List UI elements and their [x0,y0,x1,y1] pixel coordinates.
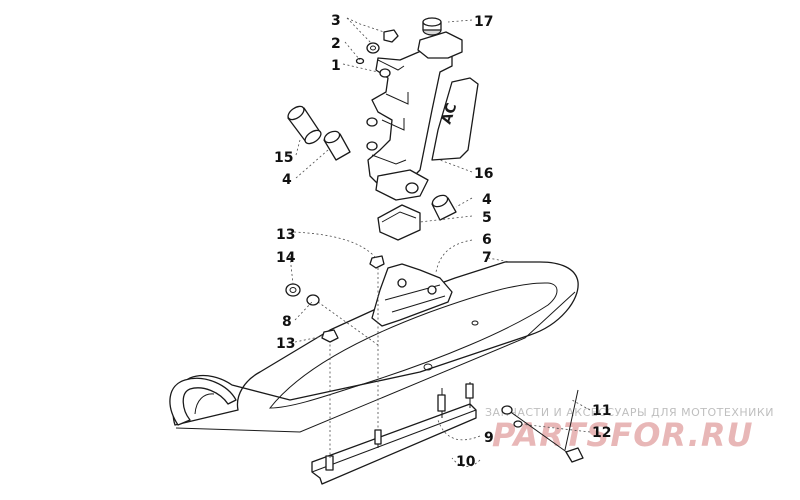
top-cap [417,17,463,59]
callout-1: 1 [331,58,341,74]
watermark: ЗАПЧАСТИ И АКСЕССУАРЫ ДЛЯ МОТОТЕХНИКИ PA… [485,406,774,454]
leader-lines [289,17,591,467]
wear-bar [311,382,477,485]
callout-3: 3 [331,13,341,29]
watermark-tagline: ЗАПЧАСТИ И АКСЕССУАРЫ ДЛЯ МОТОТЕХНИКИ [485,406,774,419]
callout-5: 5 [482,210,492,226]
callout-17: 17 [474,14,493,30]
callout-12: 12 [592,425,611,441]
callout-4-right: 4 [482,192,492,208]
callout-8: 8 [282,314,292,330]
callout-9: 9 [484,430,494,446]
callout-13-bottom: 13 [276,336,295,352]
callout-6: 6 [482,232,492,248]
bushing-right [431,194,457,221]
nut-upper [369,255,385,269]
ski-body [169,261,579,433]
bushing-8 [306,294,320,306]
callout-2: 2 [331,36,341,52]
washer-14 [285,283,301,297]
grip [287,105,322,145]
spindle-lower-block [375,169,429,201]
callout-14: 14 [276,250,296,266]
decal-logo: AC [439,101,461,126]
watermark-brand: PARTSFOR.RU [492,416,753,454]
callout-7: 7 [482,250,492,266]
top-washers [355,29,399,65]
callout-4-left: 4 [282,172,292,188]
callout-16: 16 [474,166,493,182]
bushing-left [323,130,351,161]
axle-bolt [501,389,584,463]
nut-lower [321,329,339,343]
callouts: 3 2 1 17 15 4 16 4 5 13 6 14 7 8 13 11 1… [274,13,611,470]
callout-15: 15 [274,150,293,166]
ski-saddle [371,263,453,327]
callout-10: 10 [456,454,476,470]
callout-13-top: 13 [276,227,295,243]
damper-block [377,204,421,241]
spindle-decal: AC [431,77,479,161]
bushing-axis [317,301,379,346]
callout-11: 11 [592,403,611,419]
spindle [366,44,453,187]
